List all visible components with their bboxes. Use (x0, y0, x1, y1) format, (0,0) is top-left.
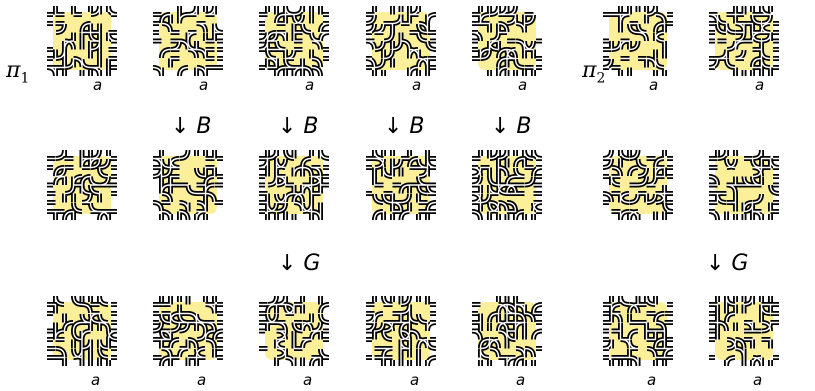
strand-core (47, 150, 117, 220)
tile-pattern (153, 6, 223, 76)
pi1-subscript: 1 (20, 70, 30, 87)
strand-core (366, 296, 436, 366)
knot-tile-middle (153, 150, 223, 220)
tile-label-a: a (755, 76, 765, 94)
strand-core (259, 150, 329, 220)
strand-core (709, 296, 779, 366)
knot-tile-middle (366, 150, 436, 220)
tile-pattern (709, 6, 779, 76)
strand-core (472, 6, 542, 76)
strand-core (366, 150, 436, 220)
knot-tile-top (47, 6, 117, 76)
tile-label-a: a (197, 371, 207, 389)
strand-core (603, 150, 673, 220)
knot-tile-bottom (259, 296, 329, 366)
knot-tile-bottom (47, 296, 117, 366)
tile-pattern (259, 150, 329, 220)
strand-core (472, 150, 542, 220)
tile-pattern (472, 296, 542, 366)
tile-label-a: a (305, 76, 315, 94)
tile-pattern (603, 6, 673, 76)
tile-pattern (603, 296, 673, 366)
knot-tile-top (472, 6, 542, 76)
knot-tile-top (153, 6, 223, 76)
tile-pattern (709, 150, 779, 220)
tile-label-a: a (199, 76, 209, 94)
knot-tile-top (709, 6, 779, 76)
knot-tile-middle (259, 150, 329, 220)
pi2-symbol: π (582, 58, 597, 83)
tile-pattern (603, 150, 673, 220)
operation-b-label: ↓ B (491, 114, 532, 139)
tile-pattern (472, 6, 542, 76)
tile-label-a: a (753, 371, 763, 389)
pi2-subscript: 2 (596, 70, 606, 87)
operation-b-label: ↓ B (278, 114, 319, 139)
strand-core (259, 6, 329, 76)
strand-core (47, 6, 117, 76)
strand-core (709, 6, 779, 76)
tile-pattern (153, 150, 223, 220)
tile-pattern (47, 296, 117, 366)
tile-label-a: a (516, 371, 526, 389)
operation-g-label: ↓ G (706, 251, 749, 276)
tile-pattern (472, 150, 542, 220)
tile-pattern (47, 6, 117, 76)
strand-core (709, 150, 779, 220)
tile-label-a: a (93, 76, 103, 94)
tile-label-a: a (303, 371, 313, 389)
tile-pattern (47, 150, 117, 220)
tile-pattern (259, 6, 329, 76)
strand-core (153, 6, 223, 76)
knot-tile-bottom (366, 296, 436, 366)
pi1-label: π1 (6, 58, 30, 87)
tile-label-a: a (91, 371, 101, 389)
tile-pattern (153, 296, 223, 366)
knot-tile-middle (47, 150, 117, 220)
tile-pattern (366, 6, 436, 76)
tile-pattern (366, 150, 436, 220)
tile-label-a: a (518, 76, 528, 94)
knot-tile-top (603, 6, 673, 76)
operation-b-label: ↓ B (384, 114, 425, 139)
knot-tile-middle (472, 150, 542, 220)
strand-core (472, 296, 542, 366)
strand-core (153, 296, 223, 366)
tile-label-a: a (649, 76, 659, 94)
tile-pattern (259, 296, 329, 366)
operation-g-label: ↓ G (278, 251, 321, 276)
knot-tile-bottom (709, 296, 779, 366)
strand-core (47, 296, 117, 366)
knot-tile-bottom (603, 296, 673, 366)
operation-b-label: ↓ B (171, 114, 212, 139)
tile-pattern (366, 296, 436, 366)
strand-core (366, 6, 436, 76)
knot-tile-top (259, 6, 329, 76)
strand-core (259, 296, 329, 366)
knot-tile-bottom (472, 296, 542, 366)
knot-tile-middle (709, 150, 779, 220)
strand-core (603, 6, 673, 76)
tile-label-a: a (410, 371, 420, 389)
knot-tile-top (366, 6, 436, 76)
pi1-symbol: π (6, 58, 21, 83)
strand-core (153, 150, 223, 220)
pi2-label: π2 (582, 58, 606, 87)
strand-core (603, 296, 673, 366)
knot-tile-bottom (153, 296, 223, 366)
tile-label-a: a (647, 371, 657, 389)
tile-label-a: a (412, 76, 422, 94)
knot-tile-middle (603, 150, 673, 220)
tile-pattern (709, 296, 779, 366)
